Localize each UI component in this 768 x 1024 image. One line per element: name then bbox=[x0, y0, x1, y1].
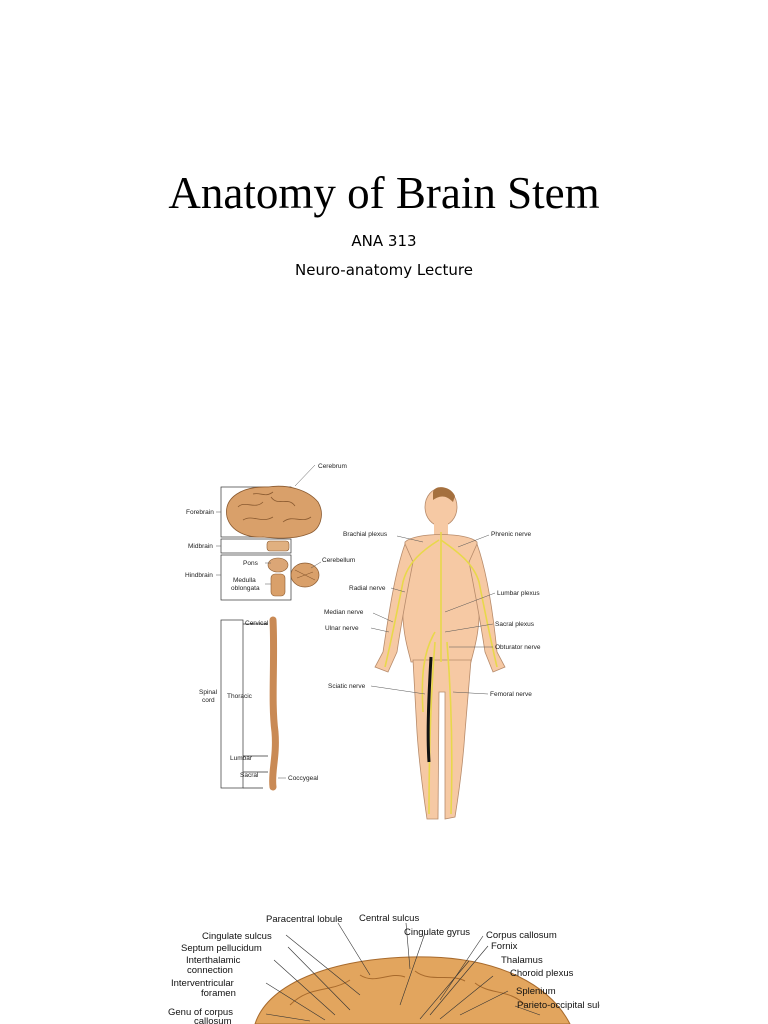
label-forebrain: Forebrain bbox=[186, 509, 214, 516]
medulla-shape bbox=[270, 573, 286, 597]
label-callosum: callosum bbox=[194, 1016, 232, 1024]
label-phrenic-nerve: Phrenic nerve bbox=[491, 531, 531, 538]
label-cervical: Cervical bbox=[245, 620, 269, 627]
label-cingulate-sulcus: Cingulate sulcus bbox=[202, 931, 272, 942]
pons-shape bbox=[267, 557, 289, 573]
label-ulnar-nerve: Ulnar nerve bbox=[325, 625, 359, 632]
label-spinal: Spinal bbox=[199, 689, 218, 696]
label-coccygeal: Coccygeal bbox=[288, 775, 319, 782]
label-lumbar-plexus: Lumbar plexus bbox=[497, 590, 540, 597]
label-septum-pellucidum: Septum pellucidum bbox=[181, 943, 262, 954]
nervous-system-illustration: Cerebrum Forebrain Midbrain Pons Cerebel… bbox=[185, 463, 541, 820]
label-cerebellum: Cerebellum bbox=[322, 557, 355, 564]
label-pons: Pons bbox=[243, 560, 259, 567]
figure2-leader-lines bbox=[265, 922, 541, 1022]
midsagittal-brain-figure: Paracentral lobule Central sulcus Cingul… bbox=[160, 905, 600, 1024]
label-choroid-plexus: Choroid plexus bbox=[510, 968, 574, 979]
label-median-nerve: Median nerve bbox=[324, 609, 364, 616]
sciatic-nerve-shape bbox=[426, 656, 433, 763]
label-cingulate-gyrus: Cingulate gyrus bbox=[404, 927, 470, 938]
nerve-lines bbox=[384, 532, 498, 815]
cerebrum-shape bbox=[226, 485, 322, 539]
label-oblongata: oblongata bbox=[231, 585, 260, 592]
label-midbrain: Midbrain bbox=[188, 543, 213, 550]
label-medulla: Medulla bbox=[233, 577, 256, 584]
label-obturator-nerve: Obturator nerve bbox=[495, 644, 541, 651]
label-cord: cord bbox=[202, 697, 215, 704]
label-central-sulcus: Central sulcus bbox=[359, 913, 419, 924]
label-genu-of-corpus: Genu of corpus bbox=[168, 1007, 233, 1018]
label-foramen: foramen bbox=[201, 988, 236, 999]
label-brachial-plexus: Brachial plexus bbox=[343, 531, 388, 538]
label-lumbar: Lumbar bbox=[230, 755, 253, 762]
course-code: ANA 313 bbox=[351, 232, 417, 250]
label-femoral-nerve: Femoral nerve bbox=[490, 691, 532, 698]
label-thoracic: Thoracic bbox=[227, 693, 253, 700]
nervous-system-figure: Cerebrum Forebrain Midbrain Pons Cerebel… bbox=[183, 462, 565, 828]
label-thalamus: Thalamus bbox=[501, 955, 543, 966]
label-interthalamic: Interthalamic bbox=[186, 955, 241, 966]
label-paracentral-lobule: Paracentral lobule bbox=[266, 914, 343, 925]
label-radial-nerve: Radial nerve bbox=[349, 585, 386, 592]
lecture-name: Neuro-anatomy Lecture bbox=[295, 261, 473, 279]
human-body-shape bbox=[374, 487, 506, 820]
midbrain-shape bbox=[266, 540, 290, 552]
label-sacral-plexus: Sacral plexus bbox=[495, 621, 535, 628]
brain-section-illustration: Paracentral lobule Central sulcus Cingul… bbox=[168, 913, 600, 1024]
label-cerebrum: Cerebrum bbox=[318, 463, 347, 470]
slide-title: Anatomy of Brain Stem bbox=[168, 168, 600, 218]
label-parieto-occipital-sulcus: Parieto-occipital sulcus bbox=[517, 1000, 600, 1011]
label-fornix: Fornix bbox=[491, 941, 518, 952]
label-connection: connection bbox=[187, 965, 233, 976]
label-interventricular: Interventricular bbox=[171, 978, 234, 989]
spinal-cord-shape bbox=[269, 616, 279, 791]
label-corpus-callosum: Corpus callosum bbox=[486, 930, 557, 941]
label-sacral: Sacral bbox=[240, 772, 259, 779]
leader-lines bbox=[216, 464, 496, 779]
label-splenium: Splenium bbox=[516, 986, 556, 997]
label-sciatic-nerve: Sciatic nerve bbox=[328, 683, 366, 690]
label-hindbrain: Hindbrain bbox=[185, 572, 213, 579]
